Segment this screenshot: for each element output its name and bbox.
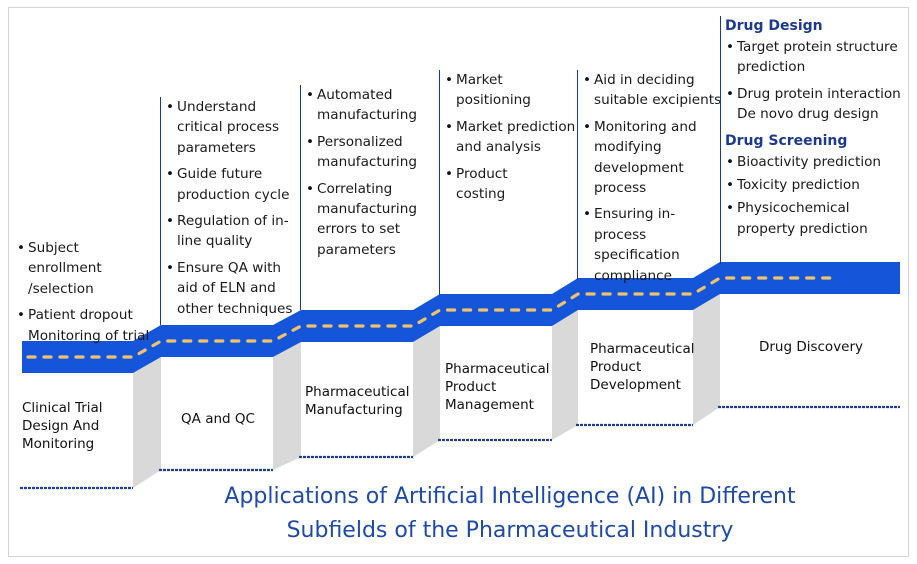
list-item: Correlating manufacturing errors to set …: [305, 179, 438, 261]
step-riser: [273, 342, 301, 470]
step-riser: [133, 357, 161, 488]
stage-label-clinical-trial: Clinical Trial Design And Monitoring: [22, 400, 103, 452]
title-line-2: Subfields of the Pharmaceutical Industry: [286, 518, 734, 543]
step-riser: [552, 310, 578, 440]
list-item: Understand critical process parameters: [165, 97, 300, 158]
list-item: Automated manufacturing: [305, 85, 438, 126]
stage-product-management-items: Market positioning Market prediction and…: [439, 70, 579, 295]
stage-label-qa-qc: QA and QC: [181, 411, 255, 427]
step-riser: [413, 326, 440, 457]
stage-manufacturing-items: Automated manufacturing Personalized man…: [300, 85, 438, 310]
stage-label-product-development: Pharmaceutical Product Development: [590, 341, 695, 393]
list-item: Aid in deciding suitable excipients: [582, 70, 722, 111]
diagram-title: Applications of Artificial Intelligence …: [140, 480, 880, 548]
list-item: Ensuring in-process specification compli…: [582, 204, 722, 286]
stage-clinical-trial-items: Subject enrollment /selection Patient dr…: [16, 238, 156, 352]
list-item: Subject enrollment /selection: [16, 238, 156, 299]
diagram-frame: [8, 7, 909, 557]
list-item: Market prediction and analysis: [444, 117, 579, 158]
stage-qa-qc-items: Understand critical process parameters G…: [160, 97, 300, 325]
road-centerline: [26, 276, 838, 359]
list-item: Physicochemical property prediction: [725, 198, 905, 239]
stage-product-development-items: Aid in deciding suitable excipients Moni…: [577, 70, 722, 284]
list-item: Ensure QA with aid of ELN and other tech…: [165, 258, 300, 319]
list-item: Target protein structure prediction: [725, 37, 905, 78]
stage-label-manufacturing: Pharmaceutical Manufacturing: [305, 384, 410, 418]
list-item: Bioactivity prediction: [725, 152, 905, 173]
group-heading-drug-screening: Drug Screening: [725, 132, 848, 149]
stage-label-product-management: Pharmaceutical Product Management: [445, 361, 550, 413]
list-item: Patient dropout Monitoring of trial: [16, 305, 156, 346]
list-item: Drug protein interaction De novo drug de…: [725, 84, 905, 125]
list-item: Personalized manufacturing: [305, 132, 438, 173]
group-heading-drug-design: Drug Design: [725, 18, 823, 34]
list-item: Regulation of in-line quality: [165, 211, 300, 252]
list-item: Guide future production cycle: [165, 164, 300, 205]
title-line-1: Applications of Artificial Intelligence …: [224, 484, 796, 509]
step-riser: [693, 294, 720, 425]
list-item: Toxicity prediction: [725, 175, 905, 196]
road-band: [22, 262, 900, 373]
list-item: Market positioning: [444, 70, 536, 111]
stage-drug-discovery-items: Drug Design Target protein structure pre…: [720, 16, 905, 264]
stage-label-drug-discovery: Drug Discovery: [758, 339, 864, 355]
list-item: Monitoring and modifying development pro…: [582, 117, 722, 199]
list-item: Product costing: [444, 164, 536, 205]
